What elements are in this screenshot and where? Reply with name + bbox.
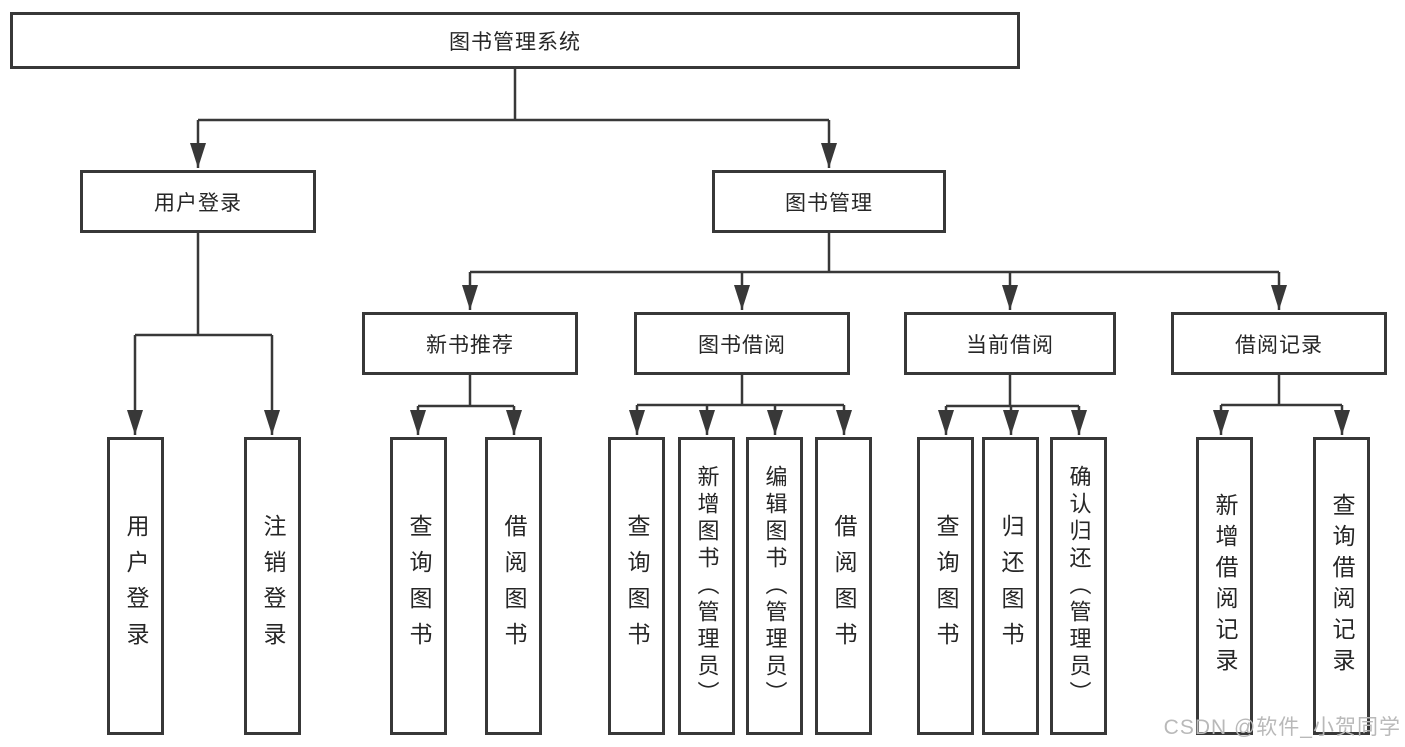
leaf-add-books-admin-label: 新增图书（管理员） (694, 464, 720, 708)
node-new-book-recommend: 新书推荐 (362, 312, 578, 375)
leaf-logout: 注销登录 (244, 437, 301, 735)
leaf-confirm-return-admin-label: 确认归还（管理员） (1066, 464, 1092, 708)
leaf-logout-label: 注销登录 (260, 514, 286, 658)
leaf-query-books-current-label: 查询图书 (933, 514, 959, 658)
leaf-query-borrow-record: 查询借阅记录 (1313, 437, 1370, 735)
node-user-login-label: 用户登录 (154, 191, 242, 215)
leaf-borrow-books-borrowing: 借阅图书 (815, 437, 872, 735)
leaf-edit-books-admin-label: 编辑图书（管理员） (762, 464, 788, 708)
leaf-query-books-borrowing: 查询图书 (608, 437, 665, 735)
leaf-query-borrow-record-label: 查询借阅记录 (1329, 493, 1355, 679)
leaf-add-books-admin: 新增图书（管理员） (678, 437, 735, 735)
leaf-query-books-recommend-label: 查询图书 (406, 514, 432, 658)
leaf-edit-books-admin: 编辑图书（管理员） (746, 437, 803, 735)
leaf-user-login-label: 用户登录 (123, 514, 149, 658)
node-book-borrowing: 图书借阅 (634, 312, 850, 375)
csdn-watermark: CSDN @软件_小贺同学 (1163, 716, 1401, 739)
leaf-add-borrow-record: 新增借阅记录 (1196, 437, 1253, 735)
leaf-return-books-label: 归还图书 (998, 514, 1024, 658)
leaf-borrow-books-recommend: 借阅图书 (485, 437, 542, 735)
node-borrowing-records: 借阅记录 (1171, 312, 1387, 375)
node-user-login: 用户登录 (80, 170, 316, 233)
node-book-management: 图书管理 (712, 170, 946, 233)
leaf-confirm-return-admin: 确认归还（管理员） (1050, 437, 1107, 735)
node-book-management-label: 图书管理 (785, 191, 873, 215)
leaf-borrow-books-borrowing-label: 借阅图书 (831, 514, 857, 658)
leaf-user-login: 用户登录 (107, 437, 164, 735)
node-root-system: 图书管理系统 (10, 12, 1020, 69)
node-current-borrowing-label: 当前借阅 (966, 333, 1054, 357)
leaf-query-books-recommend: 查询图书 (390, 437, 447, 735)
node-book-borrowing-label: 图书借阅 (698, 333, 786, 357)
leaf-query-books-borrowing-label: 查询图书 (624, 514, 650, 658)
node-borrowing-records-label: 借阅记录 (1235, 333, 1323, 357)
leaf-query-books-current: 查询图书 (917, 437, 974, 735)
node-root-system-label: 图书管理系统 (449, 30, 581, 54)
leaf-borrow-books-recommend-label: 借阅图书 (501, 514, 527, 658)
node-new-book-recommend-label: 新书推荐 (426, 333, 514, 357)
leaf-return-books: 归还图书 (982, 437, 1039, 735)
leaf-add-borrow-record-label: 新增借阅记录 (1212, 493, 1238, 679)
node-current-borrowing: 当前借阅 (904, 312, 1116, 375)
